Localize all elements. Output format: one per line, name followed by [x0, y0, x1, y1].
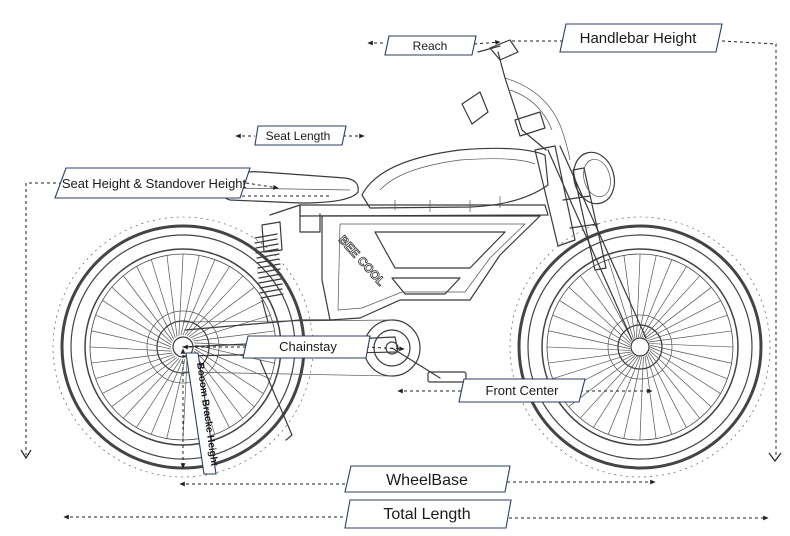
wheel-spoke — [648, 330, 732, 343]
wheel-spoke — [646, 300, 721, 340]
wheel-spoke — [647, 314, 728, 341]
label-chainstay-text: Chainstay — [279, 339, 337, 354]
wheel-spoke — [593, 266, 633, 341]
wheel-spoke — [95, 354, 174, 380]
wheel-spoke — [607, 356, 641, 435]
wheel-spoke — [186, 275, 244, 336]
label-reach: Reach — [384, 35, 477, 56]
wheel-spoke — [122, 358, 180, 419]
chainstay-right-line — [365, 346, 405, 352]
wheel-spoke — [637, 255, 657, 338]
kickstand — [259, 359, 293, 441]
wheel-spoke — [111, 357, 178, 407]
wheel-spoke — [102, 355, 176, 394]
wheel-spoke — [194, 348, 264, 394]
label-reach-text: Reach — [413, 39, 448, 53]
wheel-spoke — [136, 358, 182, 428]
wheel-spoke — [89, 346, 172, 352]
wheel-spoke — [150, 259, 176, 338]
wheel-spoke — [548, 351, 632, 364]
wheel-spoke — [123, 275, 173, 342]
wheel-spoke — [643, 275, 701, 338]
wheel-spoke — [639, 356, 644, 441]
label-seat-length: Seat Length — [254, 125, 347, 146]
handlebar-height-arrow — [768, 452, 782, 462]
reach-right-line — [473, 39, 501, 45]
wheel-spoke — [190, 300, 264, 339]
wheel-spoke — [648, 351, 700, 419]
label-handlebar-height-text: Handlebar Height — [580, 30, 698, 47]
wheel-spoke — [559, 300, 631, 346]
wheel-spoke — [568, 286, 631, 344]
front-wheel — [509, 216, 771, 478]
tank — [361, 147, 549, 212]
label-total-length: Total Length — [344, 499, 512, 529]
label-front-center: Front Center — [458, 378, 586, 403]
wheel-spoke — [193, 330, 275, 342]
wheel-spoke — [552, 314, 631, 348]
wheel-spoke — [639, 259, 673, 338]
wheel-spoke — [546, 346, 631, 351]
wheel-spoke — [623, 255, 636, 339]
wheel-spoke — [636, 253, 641, 338]
wheel-spoke — [194, 344, 275, 364]
wheel-spoke — [580, 275, 632, 343]
wheel-spoke — [649, 344, 732, 364]
label-seat-standover-text: Seat Height & Standover Height — [62, 176, 247, 191]
wheel-spoke — [649, 343, 734, 348]
wheel-spoke — [184, 266, 230, 336]
label-bottom-bracket: Booom Bracke Height — [185, 352, 220, 475]
wheel-spoke — [91, 330, 172, 350]
dimension-lines — [20, 39, 782, 521]
wheel-spoke — [593, 356, 639, 428]
label-chainstay: Chainstay — [242, 335, 371, 359]
handlebar — [461, 39, 571, 161]
front-fork — [547, 145, 647, 341]
wheel-spoke — [607, 259, 634, 340]
wheel-spoke — [178, 253, 184, 336]
wheel-spoke — [136, 266, 175, 340]
label-wheelbase: WheelBase — [344, 465, 511, 493]
wheel-spoke — [111, 286, 172, 344]
wheel-spoke — [102, 300, 172, 346]
rear-shock — [254, 221, 284, 323]
wheel-spoke — [166, 358, 186, 439]
wheel-spoke — [649, 346, 728, 380]
wheel-spoke — [552, 353, 633, 380]
label-front-center-text: Front Center — [486, 383, 560, 398]
wheel-spoke — [579, 356, 637, 419]
label-seat-length-text: Seat Length — [266, 129, 331, 143]
seat-height-leader — [245, 182, 279, 190]
handlebar-height-line — [721, 40, 777, 457]
wheel-spoke — [194, 350, 255, 408]
wheel-spoke — [166, 255, 178, 337]
wheel-spoke — [193, 352, 243, 419]
wheel-spoke — [150, 358, 184, 435]
wheel-spoke — [95, 314, 172, 348]
wheel-spoke — [646, 354, 673, 435]
wheel-spoke — [180, 255, 200, 336]
wheel-spoke — [182, 259, 216, 336]
wheel-spoke — [548, 330, 631, 350]
bike-sketch: BEE COOL — [52, 39, 771, 478]
wheel-spoke — [644, 287, 712, 339]
wheel-spoke — [647, 353, 687, 428]
headlight — [572, 151, 616, 205]
label-total-length-text: Total Length — [383, 506, 470, 523]
label-seat-standover: Seat Height & Standover Height — [54, 167, 251, 199]
wheel-spoke — [644, 355, 657, 439]
wheel-spoke — [649, 350, 712, 408]
label-wheelbase-text: WheelBase — [386, 472, 468, 489]
front-brake-disc — [607, 314, 673, 380]
label-handlebar-height: Handlebar Height — [559, 23, 723, 53]
wheel-spoke — [192, 314, 271, 340]
seat-height-arrow — [20, 449, 32, 460]
wheel-spoke — [182, 358, 188, 441]
seat-height-line — [25, 182, 62, 455]
wheel-spoke — [623, 356, 643, 439]
wheel-spoke — [641, 266, 687, 338]
wheel-spoke — [649, 348, 721, 394]
wheel-spoke — [91, 352, 173, 364]
